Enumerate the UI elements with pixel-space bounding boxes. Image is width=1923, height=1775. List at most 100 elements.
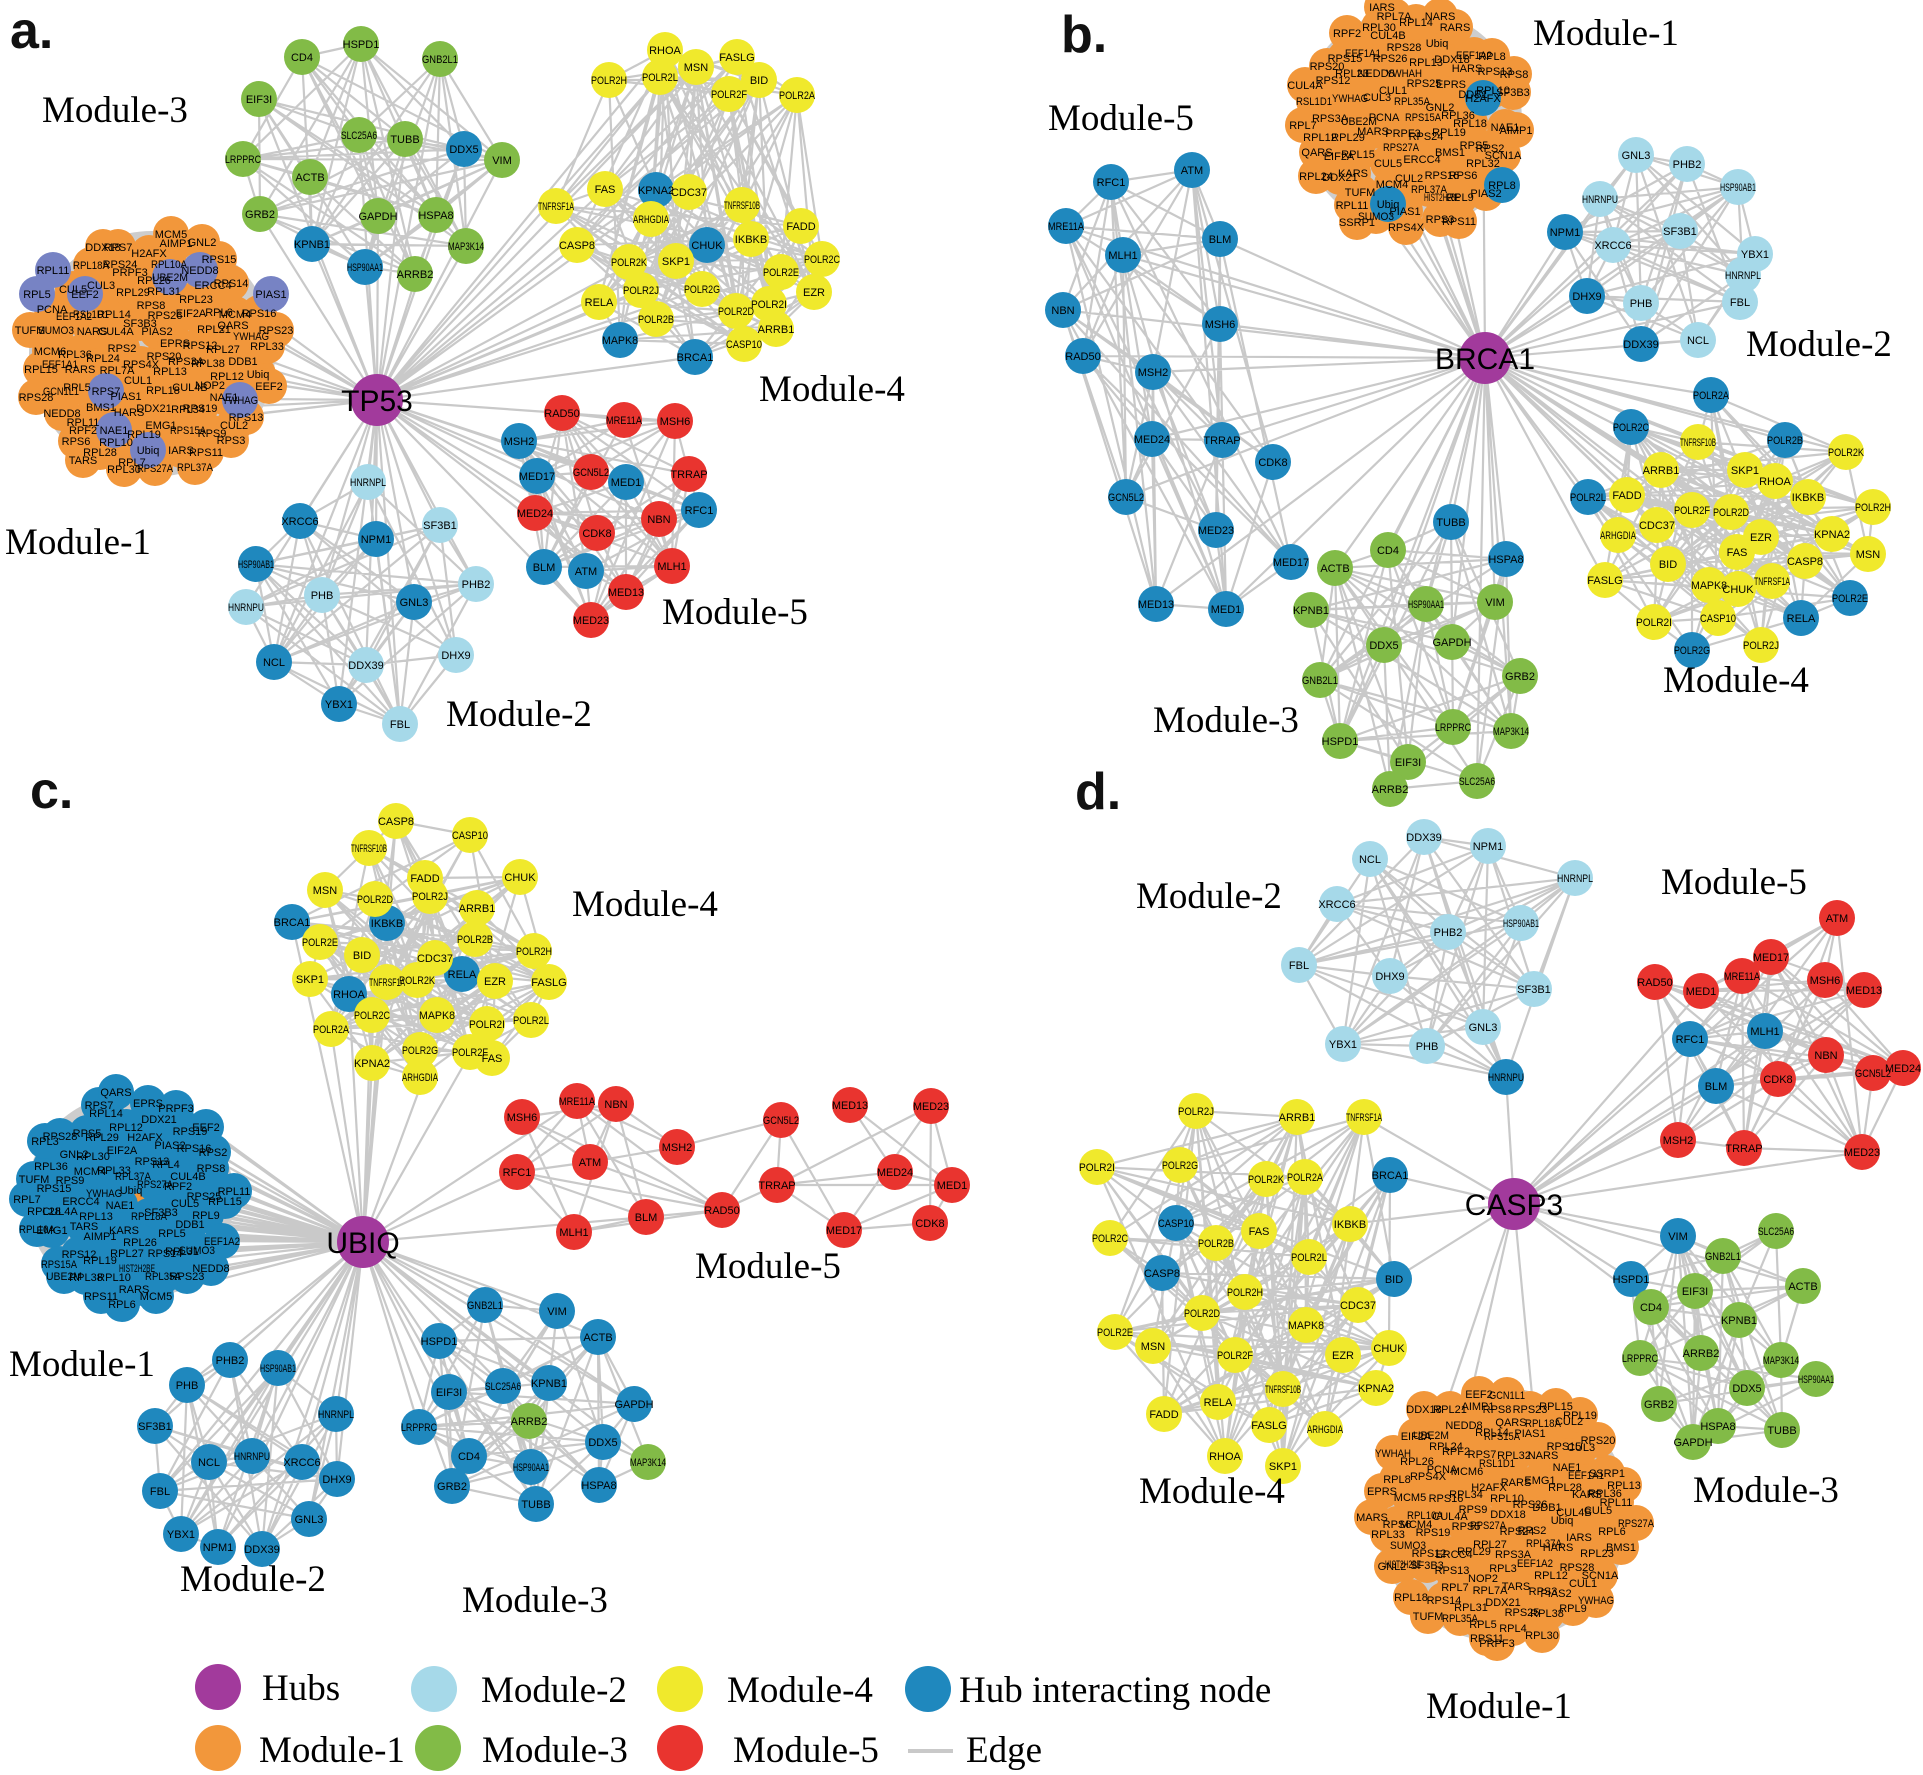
svg-text:RPL30: RPL30 [107,464,141,476]
svg-text:ARRB1: ARRB1 [1279,1112,1316,1124]
svg-text:RPL5: RPL5 [23,289,51,301]
svg-text:RPS19: RPS19 [1416,1527,1451,1539]
svg-text:POLR2F: POLR2F [1217,1350,1253,1362]
svg-text:MAPK8: MAPK8 [419,1010,455,1022]
svg-text:RSL1D1: RSL1D1 [1479,1458,1515,1470]
svg-text:MED23: MED23 [573,615,609,627]
svg-text:VIM: VIM [1668,1231,1688,1243]
svg-text:RPL10: RPL10 [99,437,133,449]
svg-text:RPS15: RPS15 [37,1183,72,1195]
svg-text:TNFRSF10B: TNFRSF10B [1265,1384,1301,1396]
svg-text:RPL14: RPL14 [1399,17,1433,29]
svg-text:RPS13: RPS13 [1435,1565,1470,1577]
svg-text:BRCA1: BRCA1 [677,352,714,364]
svg-text:POLR2E: POLR2E [1097,1327,1133,1339]
svg-text:CUL4B: CUL4B [1556,1507,1591,1519]
svg-text:RPS15A: RPS15A [41,1259,78,1271]
svg-text:RELA: RELA [448,969,477,981]
svg-text:SF3B3: SF3B3 [144,1207,178,1219]
svg-text:PRPF3: PRPF3 [158,1103,193,1115]
svg-text:NOP2: NOP2 [195,380,225,392]
svg-text:RPS25: RPS25 [187,1191,222,1203]
svg-text:KARS: KARS [1572,1489,1602,1501]
svg-text:GCN5L2: GCN5L2 [1108,492,1144,504]
svg-text:CHUK: CHUK [1373,1343,1405,1355]
svg-text:RPF2: RPF2 [69,425,97,437]
svg-text:TRRAP: TRRAP [670,469,707,481]
svg-text:RPL7A: RPL7A [100,365,136,377]
svg-text:MED13: MED13 [608,587,644,599]
svg-text:RPL29: RPL29 [1457,1546,1491,1558]
svg-text:RPS27A: RPS27A [1618,1518,1655,1530]
svg-text:YBX1: YBX1 [1329,1039,1357,1051]
svg-text:RPL15: RPL15 [24,364,58,376]
svg-text:RPL35A: RPL35A [145,1271,182,1283]
svg-text:RPL18A: RPL18A [131,1211,168,1223]
svg-text:CHUK: CHUK [691,240,723,252]
svg-text:MED23: MED23 [913,1101,949,1113]
svg-text:QARS: QARS [217,320,248,332]
svg-text:RPL12: RPL12 [1303,132,1337,144]
svg-text:RPS16: RPS16 [1429,1493,1464,1505]
svg-text:c.: c. [30,762,73,820]
svg-text:ATM: ATM [1826,913,1848,925]
svg-text:FBL: FBL [1289,960,1309,972]
svg-text:RPS16: RPS16 [242,308,277,320]
svg-text:RPL18: RPL18 [1453,118,1487,130]
svg-text:GRB2: GRB2 [1505,671,1535,683]
svg-text:MSN: MSN [1141,1341,1166,1353]
svg-text:RPS15: RPS15 [1547,1441,1582,1453]
svg-text:MED24: MED24 [517,508,553,520]
svg-text:PIAS1: PIAS1 [1389,206,1420,218]
svg-text:RPL11: RPL11 [37,265,70,277]
svg-text:HSP90AB1: HSP90AB1 [260,1363,296,1375]
svg-text:RPF2: RPF2 [164,1181,192,1193]
svg-text:DHX9: DHX9 [441,650,470,662]
svg-text:HNRNPU: HNRNPU [1582,194,1618,206]
svg-text:RPL8: RPL8 [1478,51,1506,63]
svg-text:Module-4: Module-4 [1663,660,1809,701]
svg-text:YWHAG: YWHAG [86,1188,122,1200]
svg-text:HSPA8: HSPA8 [418,210,453,222]
svg-text:GNL2: GNL2 [1426,102,1455,114]
svg-text:IARS: IARS [168,445,194,457]
svg-text:MED1: MED1 [1211,604,1242,616]
svg-text:RPS11: RPS11 [84,1291,118,1303]
svg-text:RPL8: RPL8 [1383,1474,1411,1486]
svg-text:NEDD8: NEDD8 [43,408,80,420]
svg-text:RPL28: RPL28 [27,1206,61,1218]
svg-text:RPS11: RPS11 [1470,1633,1504,1645]
svg-text:PRPF3: PRPF3 [1479,1638,1514,1650]
svg-text:RPS12: RPS12 [183,340,218,352]
svg-text:RPL13: RPL13 [79,1211,113,1223]
svg-text:HSPD1: HSPD1 [421,1336,458,1348]
svg-text:PIAS1: PIAS1 [1514,1428,1545,1440]
svg-text:BID: BID [353,950,371,962]
svg-text:RPL24: RPL24 [86,353,120,365]
svg-text:SF3B3: SF3B3 [123,318,157,330]
svg-text:HIST2H2BE: HIST2H2BE [1385,1559,1421,1571]
svg-text:Hubs: Hubs [262,1668,340,1709]
svg-text:MSH2: MSH2 [662,1142,693,1154]
svg-text:CHUK: CHUK [1722,584,1754,596]
svg-text:RPS3A: RPS3A [1312,113,1349,125]
svg-text:CUL5: CUL5 [1374,158,1402,170]
svg-text:NAE1: NAE1 [100,425,129,437]
svg-text:HSPD1: HSPD1 [343,39,380,51]
svg-text:Module-5: Module-5 [695,1246,841,1287]
svg-text:RHOA: RHOA [1209,1451,1241,1463]
svg-text:RSL1D1: RSL1D1 [73,309,109,321]
svg-text:NARS: NARS [1425,11,1456,23]
svg-text:RPS6: RPS6 [62,436,91,448]
svg-text:CASP10: CASP10 [1700,613,1736,625]
svg-text:LRPPRC: LRPPRC [1435,722,1471,734]
svg-text:RELA: RELA [585,297,614,309]
svg-text:ACTB: ACTB [1788,1281,1817,1293]
svg-text:RPL30: RPL30 [1362,22,1396,34]
svg-text:ARHGDIA: ARHGDIA [1307,1424,1343,1436]
svg-text:RPL7: RPL7 [13,1194,41,1206]
svg-text:NARS: NARS [1528,1450,1559,1462]
svg-text:RSL1D1: RSL1D1 [1296,96,1332,108]
svg-text:Module-5: Module-5 [1661,862,1807,903]
svg-text:POLR2D: POLR2D [718,306,754,318]
